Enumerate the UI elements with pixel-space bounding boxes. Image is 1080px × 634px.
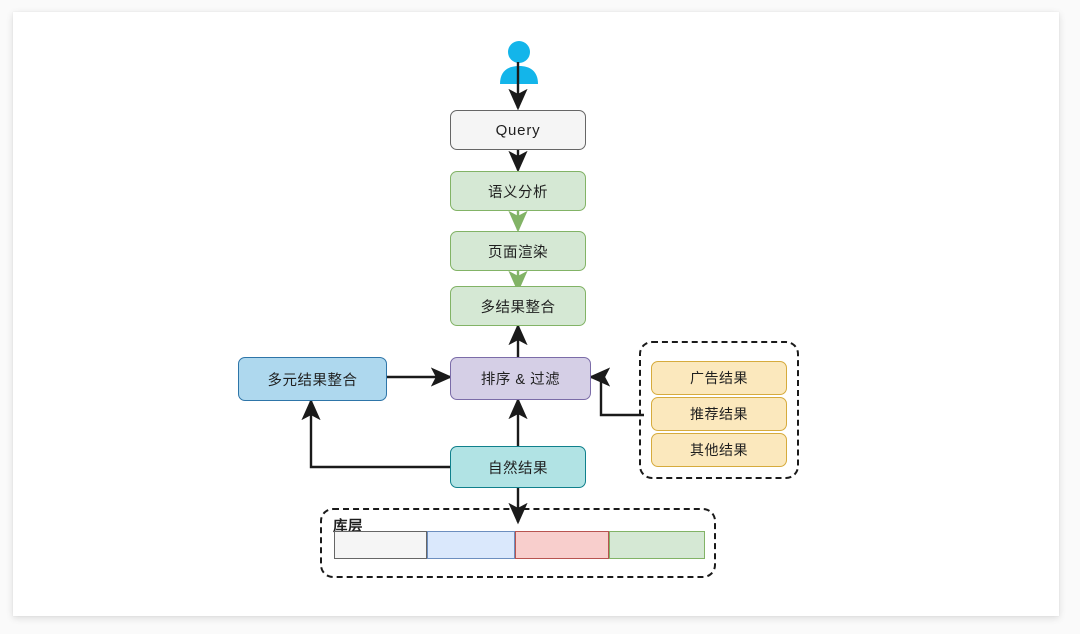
node-semantic-analysis[interactable]: 语义分析 — [450, 171, 586, 211]
storage-layer-container — [320, 508, 716, 578]
node-page-render[interactable]: 页面渲染 — [450, 231, 586, 271]
storage-segment-green[interactable] — [609, 531, 705, 559]
results-group-container — [639, 341, 799, 479]
edge-results-to-rankfilter — [588, 367, 644, 417]
storage-segment-blue[interactable] — [427, 531, 515, 559]
node-recommend-results[interactable]: 推荐结果 — [651, 397, 787, 431]
edge-natural-to-multimerge — [301, 398, 450, 469]
node-diverse-result-integration[interactable]: 多元结果整合 — [238, 357, 387, 401]
node-rank-and-filter[interactable]: 排序 & 过滤 — [450, 357, 591, 400]
node-ad-results[interactable]: 广告结果 — [651, 361, 787, 395]
user-person-icon — [495, 38, 543, 91]
node-natural-results[interactable]: 自然结果 — [450, 446, 586, 488]
storage-segment-red[interactable] — [515, 531, 609, 559]
storage-segment-gray[interactable] — [334, 531, 427, 559]
storage-segment-bar — [334, 531, 705, 559]
node-other-results[interactable]: 其他结果 — [651, 433, 787, 467]
node-multi-result-merge[interactable]: 多结果整合 — [450, 286, 586, 326]
node-query[interactable]: Query — [450, 110, 586, 150]
